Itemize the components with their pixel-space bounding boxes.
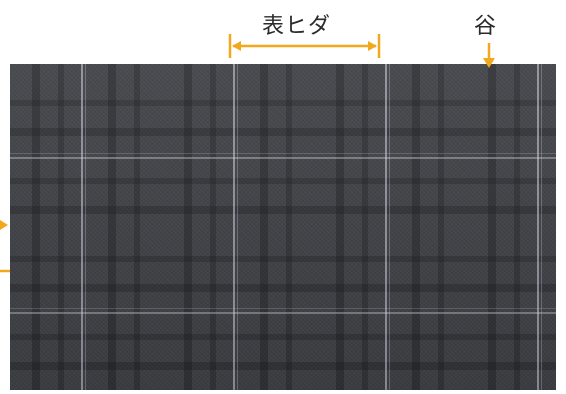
- fabric-swatch: [10, 64, 556, 390]
- left-edge-arrowhead: [0, 220, 8, 230]
- valley-label: 谷: [474, 14, 498, 39]
- width-dimension-right-arrowhead: [368, 41, 377, 51]
- left-edge-markers: [0, 220, 10, 273]
- width-dimension-left-arrowhead: [232, 41, 241, 51]
- width-label: 表ヒダ: [262, 14, 332, 39]
